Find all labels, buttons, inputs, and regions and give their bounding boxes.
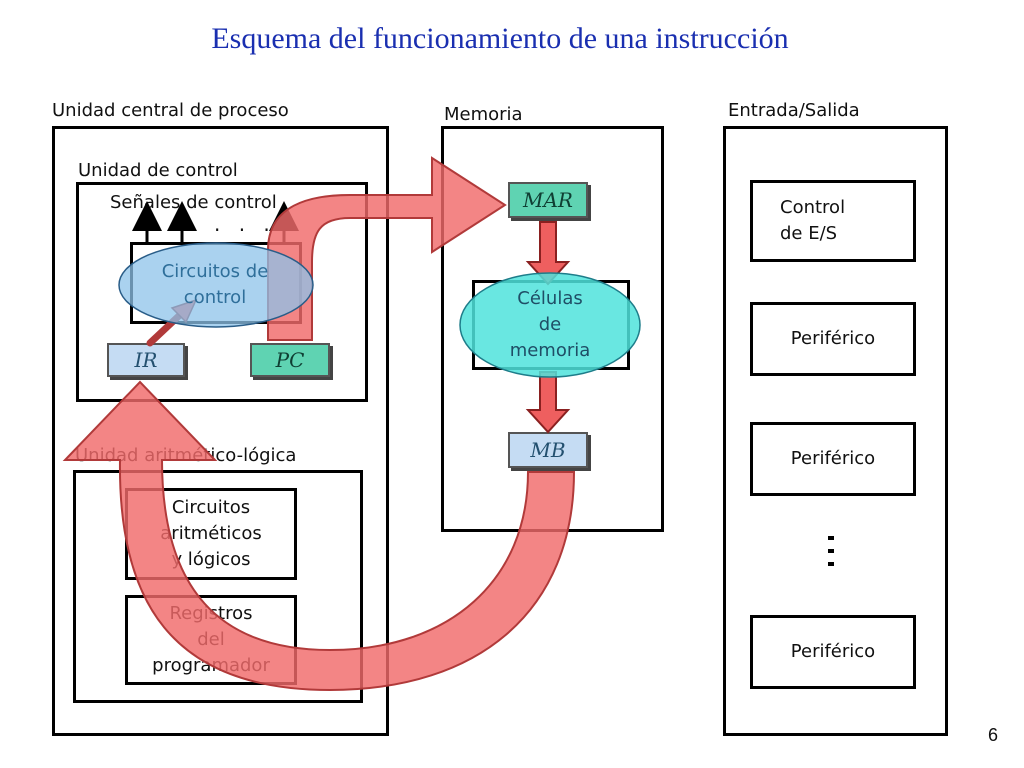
peripheral-1-label: Periférico bbox=[790, 328, 876, 349]
page-title: Esquema del funcionamiento de una instru… bbox=[211, 22, 789, 55]
peripheral-2-label: Periférico bbox=[790, 448, 876, 469]
mb-to-ir-arrow bbox=[62, 380, 576, 692]
io-control-label: Control de E/S bbox=[780, 197, 846, 244]
cells-to-mb-arrow bbox=[525, 371, 571, 434]
ir-register: IR bbox=[107, 343, 185, 377]
control-circuits-label: Circuitos de control bbox=[161, 261, 269, 308]
more-peripherals-ellipsis bbox=[828, 536, 834, 575]
alu-box bbox=[73, 470, 363, 703]
io-box bbox=[723, 126, 948, 736]
io-control-box bbox=[750, 180, 916, 262]
memory-label: Memoria bbox=[444, 104, 523, 125]
cpu-label: Unidad central de proceso bbox=[52, 100, 289, 121]
cpu-box bbox=[52, 126, 389, 736]
io-label: Entrada/Salida bbox=[728, 100, 860, 121]
memory-cells-highlight bbox=[459, 272, 641, 378]
page-number: 6 bbox=[987, 725, 998, 745]
peripheral-3-box bbox=[750, 615, 916, 689]
peripheral-2-box bbox=[750, 422, 916, 496]
peripheral-3-label: Periférico bbox=[790, 641, 876, 662]
memory-cells-label: Células de memoria bbox=[509, 288, 591, 361]
control-unit-label: Unidad de control bbox=[78, 160, 238, 181]
mar-register: MAR bbox=[508, 182, 588, 218]
peripheral-1-box bbox=[750, 302, 916, 376]
control-unit-box bbox=[76, 182, 368, 402]
pc-register: PC bbox=[250, 343, 330, 377]
pc-to-mar-arrow bbox=[267, 156, 507, 341]
signals-ellipsis: . . . bbox=[214, 212, 276, 236]
control-circuits-highlight bbox=[118, 242, 314, 328]
